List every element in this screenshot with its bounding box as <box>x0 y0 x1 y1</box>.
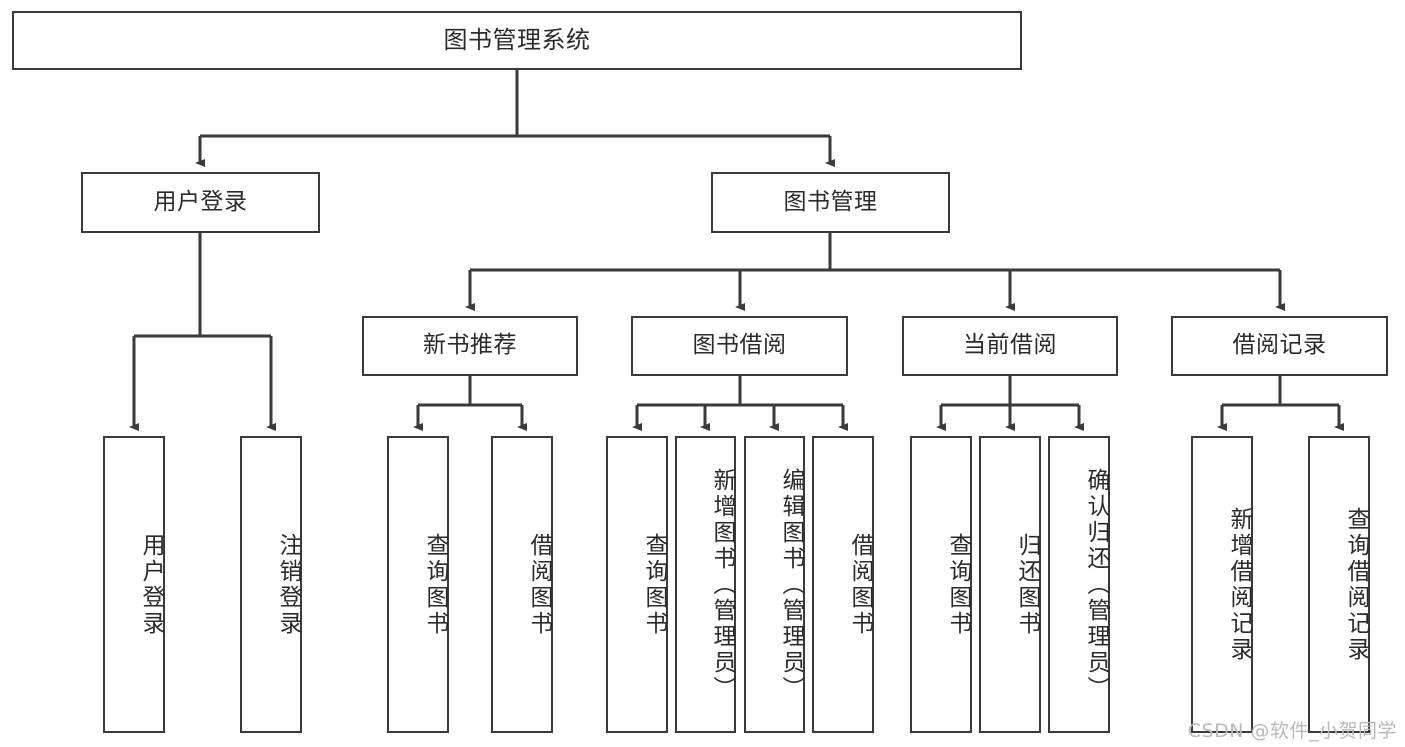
leaf-query-book-recommend[interactable]: 查询图书 <box>387 436 449 733</box>
node-label: 借阅图书 <box>847 532 873 637</box>
node-user-login[interactable]: 用户登录 <box>81 172 320 233</box>
node-label: 用户登录 <box>138 532 164 637</box>
leaf-logout[interactable]: 注销登录 <box>240 436 302 733</box>
node-label: 归还图书 <box>1014 532 1040 637</box>
leaf-return-book[interactable]: 归还图书 <box>979 436 1041 733</box>
watermark-text: CSDN @软件_小贺同学 <box>1187 720 1397 742</box>
leaf-query-book-borrow[interactable]: 查询图书 <box>606 436 668 733</box>
node-book-borrow[interactable]: 图书借阅 <box>631 316 848 376</box>
node-label: 确认归还（管理员） <box>1083 467 1109 702</box>
leaf-edit-book-admin[interactable]: 编辑图书（管理员） <box>744 436 805 733</box>
node-label: 查询图书 <box>945 532 971 637</box>
leaf-add-book-admin[interactable]: 新增图书（管理员） <box>675 436 736 733</box>
node-label: 用户登录 <box>153 188 248 215</box>
node-label: 编辑图书（管理员） <box>778 467 804 702</box>
node-label: 查询图书 <box>422 532 448 637</box>
node-label: 借阅记录 <box>1232 332 1327 359</box>
node-label: 注销登录 <box>275 532 301 637</box>
node-label: 查询图书 <box>641 532 667 637</box>
node-borrow-record[interactable]: 借阅记录 <box>1171 316 1388 376</box>
leaf-user-login[interactable]: 用户登录 <box>103 436 165 733</box>
node-label: 图书管理系统 <box>443 26 591 55</box>
leaf-add-borrow-record[interactable]: 新增借阅记录 <box>1191 436 1253 733</box>
node-book-management[interactable]: 图书管理 <box>711 172 950 233</box>
node-new-book-recommend[interactable]: 新书推荐 <box>362 316 578 376</box>
node-label: 借阅图书 <box>526 532 552 637</box>
node-label: 图书借阅 <box>692 332 787 359</box>
leaf-query-borrow-record[interactable]: 查询借阅记录 <box>1308 436 1370 733</box>
node-root-book-management-system[interactable]: 图书管理系统 <box>12 11 1022 70</box>
leaf-borrow-book[interactable]: 借阅图书 <box>812 436 874 733</box>
node-label: 新增借阅记录 <box>1226 506 1252 663</box>
node-current-borrow[interactable]: 当前借阅 <box>902 316 1118 376</box>
leaf-confirm-return-admin[interactable]: 确认归还（管理员） <box>1048 436 1110 733</box>
node-label: 新增图书（管理员） <box>709 467 735 702</box>
leaf-borrow-book-recommend[interactable]: 借阅图书 <box>491 436 553 733</box>
node-label: 图书管理 <box>783 188 878 215</box>
node-label: 新书推荐 <box>423 332 517 359</box>
node-label: 当前借阅 <box>963 332 1057 359</box>
leaf-query-book-current[interactable]: 查询图书 <box>910 436 972 733</box>
node-label: 查询借阅记录 <box>1343 506 1369 663</box>
